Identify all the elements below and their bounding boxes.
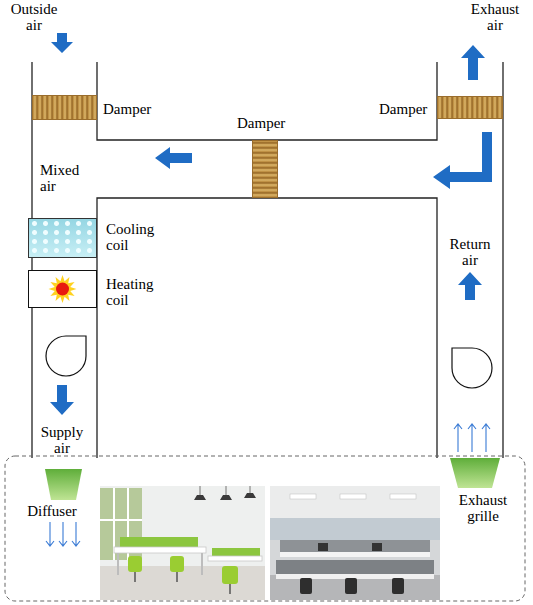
airflow-label: Return air: [440, 236, 500, 268]
cooling-coil-label: Cooling coil: [106, 221, 164, 253]
room-boundary: [5, 456, 525, 601]
exhaust-grille: Exhaust grille: [450, 458, 500, 488]
grille-shape: [45, 469, 82, 500]
return-turn-arrow: [433, 132, 492, 189]
airflow-label: Supply air: [32, 424, 92, 456]
heating-coil-label: Heating coil: [106, 276, 164, 308]
office-photo: [270, 486, 440, 600]
cooling-coil: Cooling coil: [28, 218, 97, 258]
damper-panel-label: Damper: [237, 115, 297, 131]
outside-air-arrow: [51, 33, 73, 53]
diffuser-label: Diffuser: [12, 503, 92, 519]
office-photo: [100, 486, 265, 600]
damper-panel: Damper: [252, 140, 278, 198]
airflow-label: Mixed air: [40, 162, 90, 194]
duct-walls: [32, 62, 503, 458]
damper-panel-label: Damper: [103, 101, 163, 117]
grille-shape: [450, 458, 500, 488]
damper-panel: Damper: [32, 95, 97, 120]
damper-panel: Damper: [437, 96, 503, 119]
supply-air-arrow: [50, 385, 74, 415]
exhaust-grille-label: Exhaust grille: [448, 492, 518, 524]
heating-coil: Heating coil: [28, 270, 97, 308]
flow-arrows: [50, 33, 492, 415]
airflow-label: Exhaust air: [465, 1, 525, 33]
damper-panel-label: Damper: [379, 101, 437, 117]
fans: [46, 336, 492, 388]
sun-symbol: [29, 271, 96, 307]
mixed-air-arrow: [155, 147, 192, 169]
exhaust-air-arrow: [461, 45, 485, 80]
return-air-arrow: [458, 272, 482, 300]
airflow-label: Outside air: [5, 1, 63, 33]
supply-fan: [46, 336, 86, 376]
diffuser: Diffuser: [45, 469, 82, 500]
return-fan: [452, 348, 492, 388]
